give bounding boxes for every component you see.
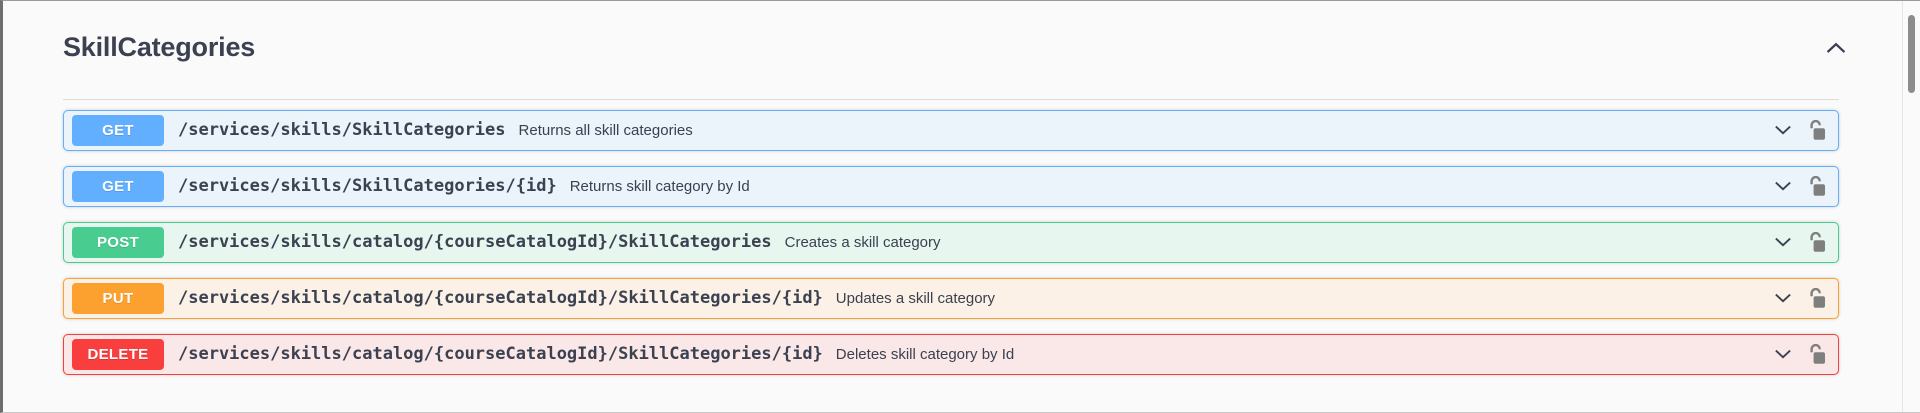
operation-path: /services/skills/catalog/{courseCatalogI… <box>178 288 823 308</box>
unlocked-padlock-icon[interactable] <box>1806 286 1828 310</box>
chevron-down-icon[interactable] <box>1770 117 1796 143</box>
operation-summary: Creates a skill category <box>784 233 941 251</box>
vertical-scrollbar[interactable] <box>1902 1 1920 412</box>
operation-path: /services/skills/SkillCategories <box>178 120 506 140</box>
operation-tools <box>1770 173 1838 199</box>
unlocked-padlock-icon[interactable] <box>1806 230 1828 254</box>
chevron-down-icon[interactable] <box>1770 341 1796 367</box>
operation-tools <box>1770 285 1838 311</box>
operation-row[interactable]: PUT/services/skills/catalog/{courseCatal… <box>63 277 1839 319</box>
unlocked-padlock-icon[interactable] <box>1806 174 1828 198</box>
unlocked-padlock-icon[interactable] <box>1806 342 1828 366</box>
operation-path: /services/skills/SkillCategories/{id} <box>178 176 557 196</box>
method-badge: GET <box>72 114 164 146</box>
operation-summary: Returns all skill categories <box>518 121 693 139</box>
operation-row[interactable]: GET/services/skills/SkillCategories Retur… <box>63 109 1839 151</box>
unlocked-padlock-icon[interactable] <box>1806 118 1828 142</box>
chevron-up-icon[interactable] <box>1819 31 1853 65</box>
operation-row[interactable]: DELETE/services/skills/catalog/{courseCa… <box>63 333 1839 375</box>
method-badge: PUT <box>72 282 164 314</box>
method-badge: DELETE <box>72 338 164 370</box>
header-divider <box>63 98 1839 100</box>
operation-summary: Updates a skill category <box>835 289 996 307</box>
operation-tools <box>1770 229 1838 255</box>
operation-summary: Returns skill category by Id <box>569 177 750 195</box>
operation-path: /services/skills/catalog/{courseCatalogI… <box>178 232 772 252</box>
chevron-down-icon[interactable] <box>1770 285 1796 311</box>
method-badge: POST <box>72 226 164 258</box>
scrollbar-thumb[interactable] <box>1908 15 1915 93</box>
operation-tools <box>1770 117 1838 143</box>
chevron-down-icon[interactable] <box>1770 229 1796 255</box>
operation-summary: Deletes skill category by Id <box>835 345 1015 363</box>
method-badge: GET <box>72 170 164 202</box>
page-title: SkillCategories <box>63 32 256 63</box>
chevron-down-icon[interactable] <box>1770 173 1796 199</box>
tag-header[interactable]: SkillCategories <box>25 1 1877 92</box>
tag-section-skillcategories: SkillCategories GET/services/skills/Skil… <box>3 1 1899 412</box>
operation-row[interactable]: POST/services/skills/catalog/{courseCata… <box>63 221 1839 263</box>
operation-row[interactable]: GET/services/skills/SkillCategories/{id}… <box>63 165 1839 207</box>
operation-path: /services/skills/catalog/{courseCatalogI… <box>178 344 823 364</box>
operation-tools <box>1770 341 1838 367</box>
